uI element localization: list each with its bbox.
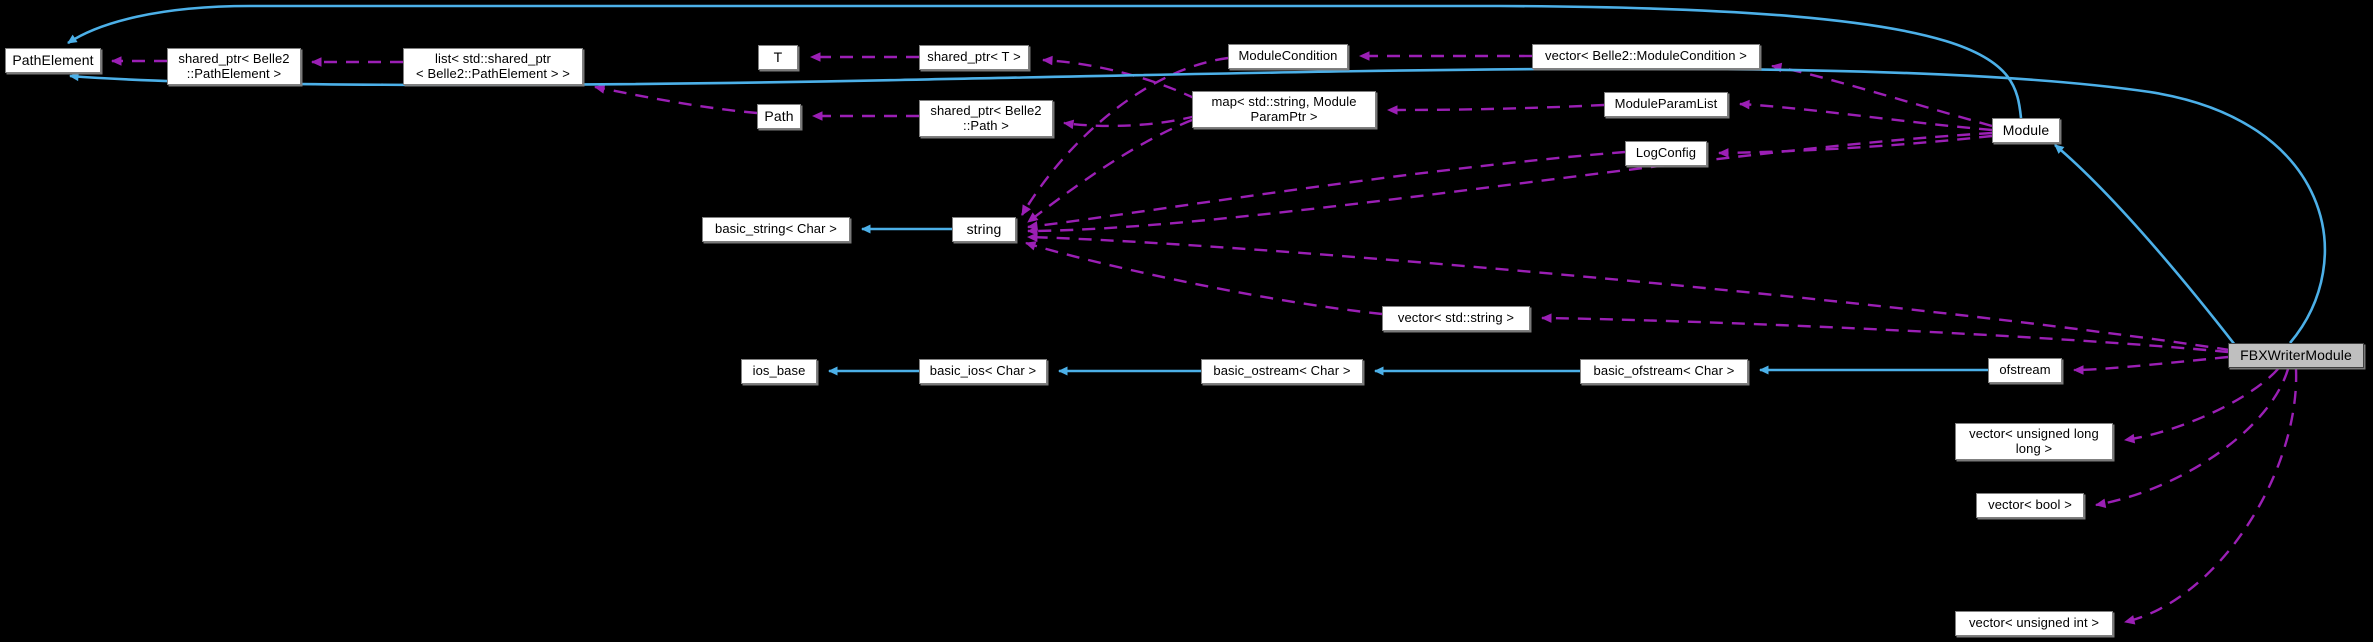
- node-basic_ios_char[interactable]: basic_ios< Char >: [919, 359, 1047, 384]
- edge-fbx-string: [1027, 232, 2231, 352]
- node-string[interactable]: string: [952, 217, 1016, 242]
- node-logconfig[interactable]: LogConfig: [1625, 141, 1707, 166]
- node-fbxwritermodule[interactable]: FBXWriterModule: [2228, 343, 2364, 368]
- node-map_modparam[interactable]: map< std::string, Module ParamPtr >: [1192, 91, 1376, 128]
- edge-module-vecmc: [1771, 62, 1993, 128]
- node-ios_base[interactable]: ios_base: [741, 359, 817, 384]
- edge-logconfig-string: [1027, 150, 1626, 231]
- node-sp_t[interactable]: shared_ptr< T >: [919, 45, 1029, 70]
- node-list_sp_pathelement[interactable]: list< std::shared_ptr < Belle2::PathElem…: [403, 48, 583, 85]
- node-t[interactable]: T: [758, 45, 798, 70]
- node-vec_string[interactable]: vector< std::string >: [1382, 306, 1530, 331]
- edge-fbx-ofstream: [2073, 355, 2229, 375]
- node-modulecondition[interactable]: ModuleCondition: [1228, 44, 1348, 69]
- node-module[interactable]: Module: [1992, 118, 2060, 143]
- edge-modulecondition-string: [1020, 56, 1229, 216]
- edge-map-sp_path: [1063, 114, 1197, 130]
- inheritance-edges: [67, 4, 2327, 376]
- node-basic_ofstream_char[interactable]: basic_ofstream< Char >: [1580, 359, 1748, 384]
- edge-fbx-vecbool: [2095, 368, 2290, 509]
- node-sp_path[interactable]: shared_ptr< Belle2 ::Path >: [919, 100, 1053, 137]
- node-vec_uint[interactable]: vector< unsigned int >: [1955, 611, 2113, 636]
- node-vec_modulecondition[interactable]: vector< Belle2::ModuleCondition >: [1532, 44, 1760, 69]
- edge-fbx-vecull: [2124, 368, 2279, 444]
- edge-module-logconfig: [1718, 134, 1993, 158]
- edge-mpl-map: [1387, 103, 1605, 115]
- usage-edges: [111, 51, 2298, 625]
- edge-module-string: [1027, 131, 1993, 236]
- edge-path-list: [594, 84, 758, 115]
- node-path[interactable]: Path: [757, 104, 801, 129]
- edge-module-mpl: [1739, 99, 1993, 132]
- edge-map-sp_t: [1042, 55, 1197, 101]
- node-vec_ulonglong[interactable]: vector< unsigned long long >: [1955, 423, 2113, 460]
- edge-fbx-pathelement: [69, 67, 2327, 344]
- node-basic_string_char[interactable]: basic_string< Char >: [702, 217, 850, 242]
- edge-map-string: [1027, 118, 1193, 223]
- edge-fbx-vecstring: [1541, 313, 2229, 354]
- node-basic_ostream_char[interactable]: basic_ostream< Char >: [1201, 359, 1363, 384]
- edge-module-pathelement: [67, 4, 2023, 119]
- node-vec_bool[interactable]: vector< bool >: [1976, 493, 2084, 518]
- edge-fbx-vecuint: [2124, 368, 2298, 625]
- node-moduleparamlist[interactable]: ModuleParamList: [1604, 92, 1728, 117]
- edge-vecstring-string: [1025, 241, 1383, 316]
- edge-fbx-module: [2054, 144, 2237, 346]
- node-ofstream[interactable]: ofstream: [1988, 358, 2062, 383]
- node-sp_pathelement[interactable]: shared_ptr< Belle2 ::PathElement >: [167, 48, 301, 85]
- node-pathelement[interactable]: PathElement: [5, 48, 101, 73]
